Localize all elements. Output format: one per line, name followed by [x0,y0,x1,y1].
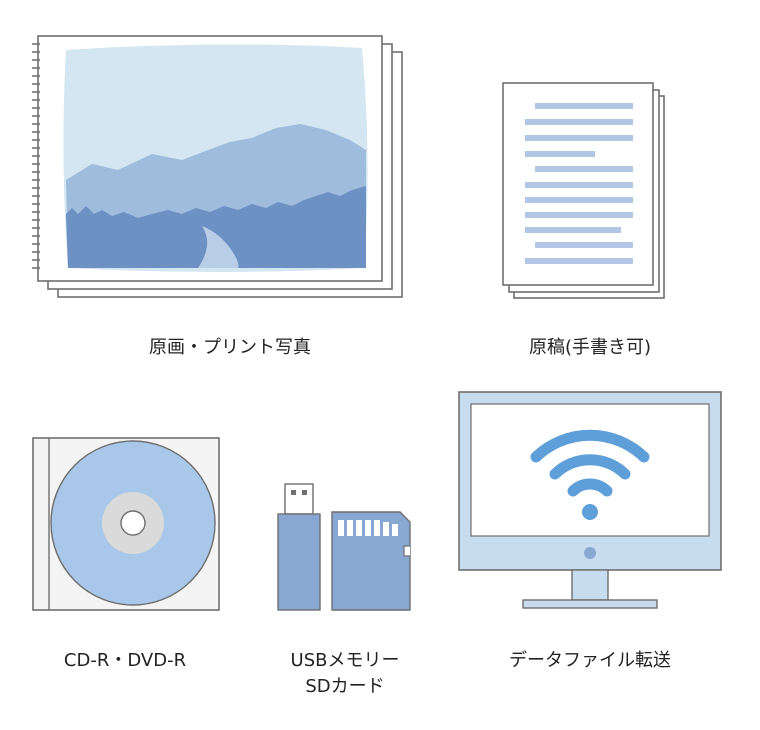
label-cd: CD-R・DVD-R [63,650,187,671]
label-usb-sd: USBメモリー SDカード [250,648,440,700]
label-usb-line2: SDカード [305,676,385,697]
wifi-icon [530,429,650,497]
sd-card-icon [331,511,411,611]
photo-stack-icon [32,35,403,298]
disc-icon [32,437,220,611]
label-photo: 原画・プリント写真 [149,337,311,358]
document-icon [502,82,665,299]
label-manuscript: 原稿(手書き可) [528,337,652,358]
label-data-transfer: データファイル転送 [509,650,671,671]
label-usb-line1: USBメモリー [290,650,400,671]
monitor-wifi-icon [458,391,722,609]
binding-ring-icon [32,43,40,269]
usb-drive-icon [277,483,321,611]
